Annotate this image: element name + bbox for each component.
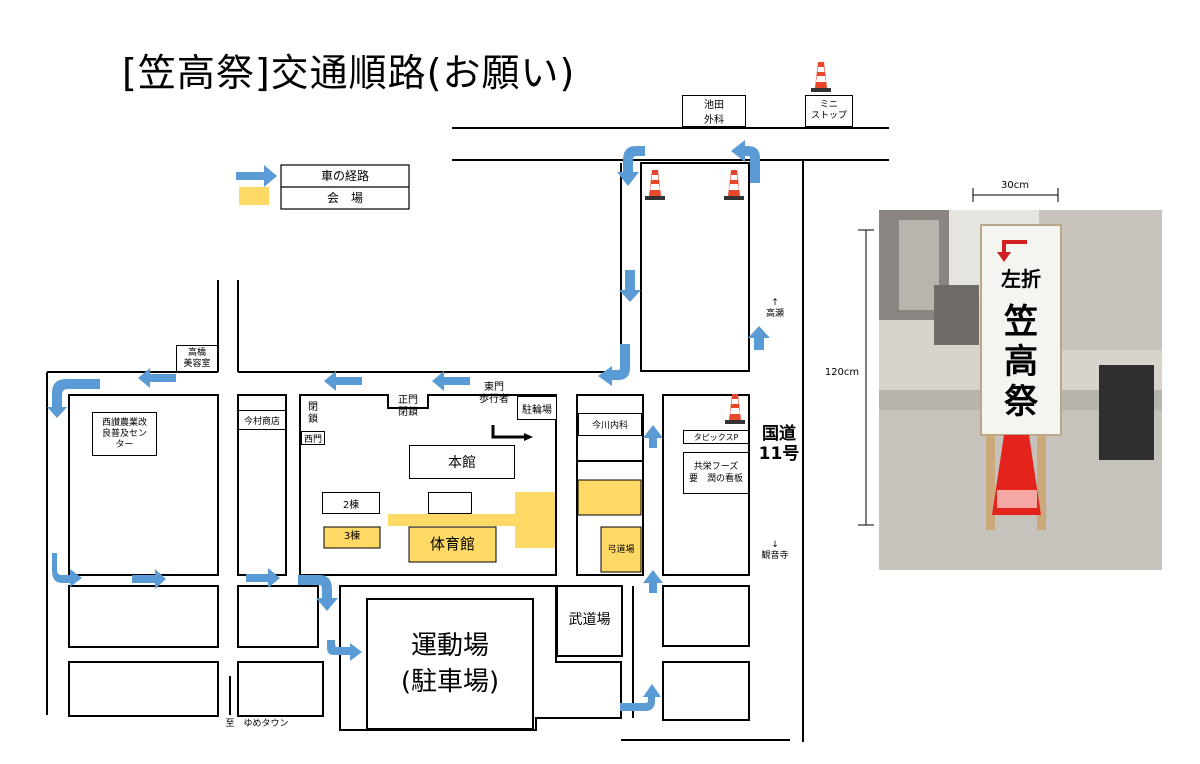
label-sign-height: 120cm <box>824 367 860 378</box>
sign-kasako-fest-text: 笠 高 祭 <box>1004 302 1038 422</box>
place-bicycle-parking: 駐輪場 <box>517 396 557 420</box>
place-kyoei-foods: 共栄フーズ 要 潤の看板 <box>683 452 749 494</box>
building-unlabeled <box>428 492 472 514</box>
sign-left-turn-text: 左折 <box>1001 267 1041 291</box>
legend-route-label: 車の経路 <box>320 169 369 183</box>
label-east-gate-pedestrian: 東門 歩行者 <box>479 382 509 405</box>
place-ikeda-clinic: 池田 外科 <box>682 95 746 127</box>
label-to-yume-town: 至 ゆめタウン <box>225 719 289 729</box>
place-imagawa-clinic: 今川内科 <box>578 413 642 436</box>
label-to-kanonji: ↓ 観音寺 <box>761 540 789 561</box>
legend-venue-label: 会 場 <box>326 191 363 205</box>
building-gymnasium: 体育館 <box>429 535 475 553</box>
sign-photo: 左折 笠 高 祭 <box>879 210 1162 570</box>
label-closed: 閉 鎖 <box>308 402 318 425</box>
place-imamura-store: 今村商店 <box>238 410 286 430</box>
label-main-gate-closed: 正門 閉鎖 <box>398 395 418 418</box>
label-to-takase: ↑ 高瀬 <box>765 298 784 319</box>
place-tapix-parking: タピックスP <box>683 430 749 444</box>
sign-photo-illustration <box>879 210 1162 570</box>
label-sign-width: 30cm <box>1001 180 1029 191</box>
building-archery-range: 弓道場 <box>607 545 635 555</box>
sports-ground-parking: 運動場 (駐車場) <box>366 598 534 730</box>
place-mini-stop: ミニ ストップ <box>805 95 853 127</box>
place-takahashi-salon: 高橋 美容室 <box>176 345 218 372</box>
label-route-11: 国道 11号 <box>758 424 800 464</box>
label-west-gate: 西門 <box>301 431 325 445</box>
legend-arrow-icon <box>236 165 277 187</box>
place-nishi-sanuki-center: 西讃農業改 良普及セン ター <box>92 412 157 456</box>
building-martial-arts-hall: 武道場 <box>568 612 611 628</box>
page-title: [笠高祭]交通順路(お願い) <box>122 51 576 95</box>
building-2: 2棟 <box>322 492 380 514</box>
building-3: 3棟 <box>343 531 361 542</box>
building-main-hall: 本館 <box>409 445 515 479</box>
